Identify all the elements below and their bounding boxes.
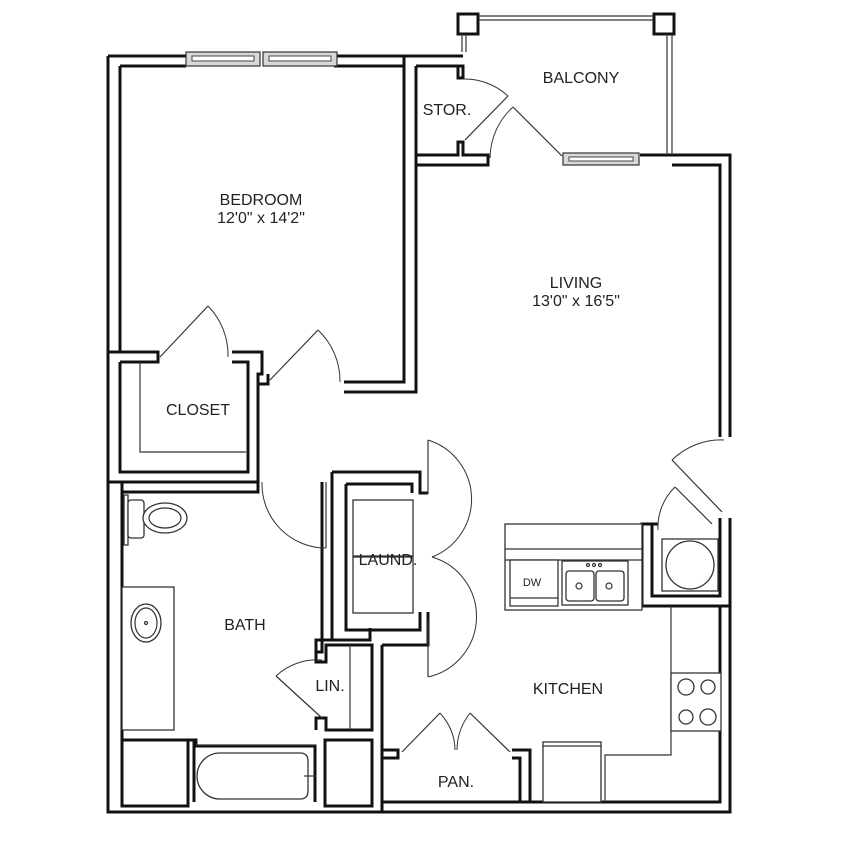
kitchen-label: KITCHEN <box>533 681 603 698</box>
storage-door[interactable] <box>462 78 509 141</box>
dishwasher: DW <box>509 559 559 607</box>
laundry-label: LAUND. <box>359 552 418 569</box>
laundry-door-lower[interactable] <box>427 556 478 678</box>
bedroom-window <box>185 51 338 67</box>
balcony-label: BALCONY <box>543 70 620 87</box>
toilet <box>123 494 188 546</box>
linen-door[interactable] <box>275 659 323 719</box>
laundry: LAUND. <box>330 470 430 647</box>
water-heater-closet <box>640 518 732 608</box>
bedroom: BEDROOM 12'0" x 14'2" <box>120 66 418 394</box>
living-label: LIVING <box>550 275 602 292</box>
closet-label: CLOSET <box>166 402 230 419</box>
balcony-door[interactable] <box>489 106 640 166</box>
closet: CLOSET <box>108 350 260 484</box>
bath-cabinet-right <box>323 738 374 808</box>
bathtub <box>194 738 317 802</box>
balcony: BALCONY <box>456 12 676 155</box>
bath-cabinet-left <box>120 738 190 808</box>
range <box>670 672 722 732</box>
pantry-door[interactable] <box>401 712 511 753</box>
bath-sink <box>130 603 162 643</box>
bedroom-door[interactable] <box>269 329 341 383</box>
pantry-label: PAN. <box>438 774 474 791</box>
bedroom-dimensions: 12'0" x 14'2" <box>217 210 305 227</box>
storage: STOR. <box>402 56 490 167</box>
linen-closet: LIN. <box>314 643 374 732</box>
laundry-door-upper[interactable] <box>427 439 473 558</box>
closet-door[interactable] <box>159 305 229 358</box>
storage-label: STOR. <box>423 102 472 119</box>
water-heater-door[interactable] <box>657 486 713 531</box>
living-dimensions: 13'0" x 16'5" <box>532 293 620 310</box>
kitchen-sink <box>561 560 629 606</box>
linen-label: LIN. <box>315 678 344 695</box>
bedroom-label: BEDROOM <box>220 192 303 209</box>
entry-door[interactable] <box>671 439 725 513</box>
living-room: LIVING 13'0" x 16'5" <box>532 275 620 310</box>
pantry: PAN. <box>382 748 532 802</box>
dishwasher-label: DW <box>523 577 542 589</box>
exterior-walls <box>106 54 732 814</box>
bath-label: BATH <box>224 617 265 634</box>
bath-door[interactable] <box>261 481 327 549</box>
